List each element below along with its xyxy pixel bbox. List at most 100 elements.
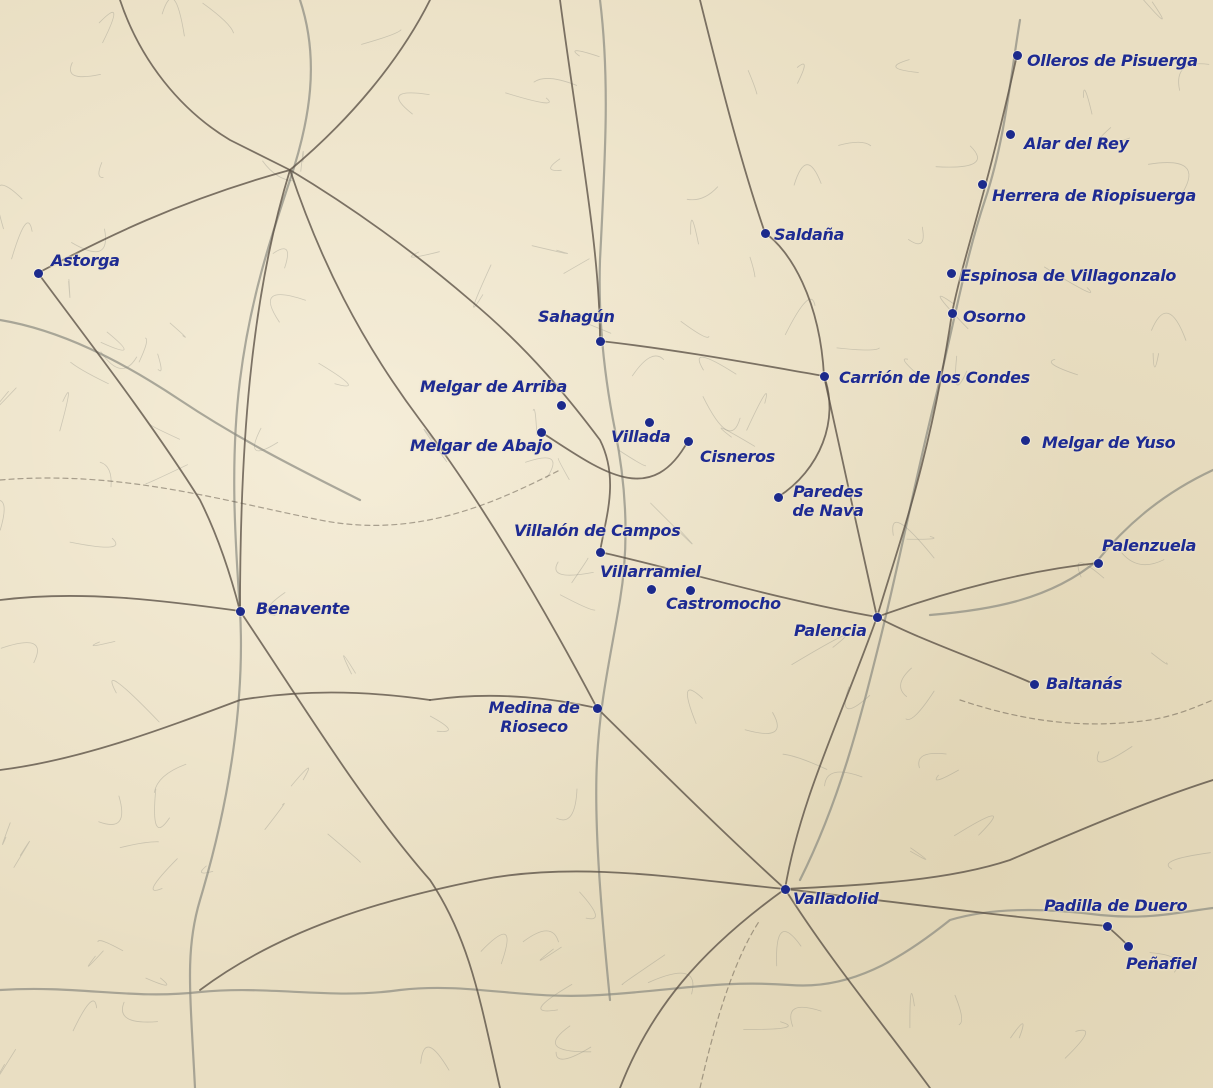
terrain-stroke <box>1143 0 1163 20</box>
terrain-stroke <box>563 258 590 274</box>
place-label: Melgar de Arriba <box>420 377 567 396</box>
terrain-stroke <box>1149 952 1179 973</box>
terrain-stroke <box>327 833 361 863</box>
road-line <box>289 169 598 709</box>
place-label: Palenzuela <box>1102 536 1197 555</box>
terrain-stroke <box>1064 1029 1087 1059</box>
terrain-stroke <box>1151 652 1168 665</box>
terrain-stroke <box>72 1000 97 1032</box>
terrain-stroke <box>918 753 947 769</box>
terrain-stroke <box>749 256 756 278</box>
terrain-stroke <box>152 858 178 891</box>
terrain-stroke <box>122 1001 158 1023</box>
place-marker <box>235 606 245 616</box>
terrain-stroke <box>954 994 963 1026</box>
place-label: Benavente <box>256 599 350 618</box>
terrain-stroke <box>1152 352 1159 368</box>
place-marker <box>977 179 987 189</box>
road-line <box>289 0 431 171</box>
road-line <box>37 169 291 274</box>
place-label: Melgar de Yuso <box>1042 433 1176 452</box>
terrain-stroke <box>824 771 863 787</box>
terrain-stroke <box>791 634 847 665</box>
terrain-stroke <box>539 946 562 961</box>
terrain-stroke <box>429 715 449 732</box>
terrain-stroke <box>138 337 148 363</box>
road-line <box>596 707 786 890</box>
road-line <box>540 431 689 480</box>
place-marker <box>685 585 695 595</box>
place-label: Baltanás <box>1046 674 1123 693</box>
terrain-stroke <box>264 803 285 830</box>
place-marker <box>1029 679 1039 689</box>
terrain-stroke <box>698 356 737 375</box>
road-line <box>559 0 601 342</box>
terrain-stroke <box>98 12 115 44</box>
road-line <box>37 272 241 612</box>
terrain-stroke <box>702 396 741 432</box>
terrain-stroke <box>2 822 11 845</box>
terrain-stroke <box>618 449 646 467</box>
terrain-stroke <box>99 461 112 488</box>
terrain-stroke <box>269 294 306 323</box>
terrain-stroke <box>955 355 968 386</box>
terrain-stroke <box>900 667 912 697</box>
place-marker <box>33 268 43 278</box>
terrain-stroke <box>154 788 170 829</box>
terrain-stroke <box>59 392 69 432</box>
terrain-stroke <box>909 993 915 1029</box>
place-label: Palencia <box>794 621 867 640</box>
terrain-stroke <box>555 561 594 576</box>
terrain-stroke <box>905 690 935 720</box>
terrain-stroke <box>272 248 288 269</box>
terrain-stroke <box>98 162 104 178</box>
terrain-stroke <box>939 295 969 330</box>
terrain-stroke <box>647 972 694 995</box>
terrain-stroke <box>153 763 187 793</box>
terrain-stroke <box>747 70 758 95</box>
terrain-stroke <box>202 2 234 34</box>
road-line <box>0 691 431 771</box>
terrain-stroke <box>1178 63 1210 91</box>
terrain-stroke <box>531 245 568 254</box>
terrain-stroke <box>410 251 440 258</box>
place-label: Villalón de Campos <box>514 521 681 540</box>
terrain-stroke <box>145 977 168 986</box>
place-marker <box>760 228 770 238</box>
place-label: Cisneros <box>700 447 775 466</box>
place-label: Sahagún <box>538 307 615 326</box>
boundary-line <box>959 699 1213 725</box>
terrain-stroke <box>550 158 562 171</box>
terrain-stroke <box>98 795 123 825</box>
terrain-stroke <box>92 641 116 647</box>
place-label: Alar del Rey <box>1024 134 1129 153</box>
place-label: Astorga <box>51 251 120 270</box>
terrain-stroke <box>796 63 805 84</box>
road-line <box>289 169 611 553</box>
place-marker <box>556 400 566 410</box>
place-label: Medina de Rioseco <box>488 698 580 736</box>
terrain-stroke <box>1082 89 1093 115</box>
terrain-stroke <box>784 298 816 336</box>
terrain-stroke <box>954 815 994 837</box>
terrain-stroke <box>290 767 310 787</box>
terrain-stroke <box>0 387 17 406</box>
place-label: Melgar de Abajo <box>410 436 553 455</box>
place-label: Saldaña <box>774 225 845 244</box>
terrain-stroke <box>1167 852 1211 870</box>
terrain-stroke <box>571 557 589 584</box>
road-line <box>777 375 831 498</box>
terrain-stroke <box>686 186 719 201</box>
terrain-stroke <box>1148 162 1190 194</box>
terrain-stroke <box>0 500 5 531</box>
terrain-stroke <box>910 847 927 860</box>
terrain-stroke <box>686 689 703 724</box>
river-line <box>0 906 1213 997</box>
terrain-stroke <box>559 312 612 334</box>
terrain-stroke <box>473 264 492 308</box>
terrain-stroke <box>266 592 286 616</box>
terrain-stroke <box>522 930 559 943</box>
terrain-stroke <box>574 50 600 57</box>
place-marker <box>1123 941 1133 951</box>
